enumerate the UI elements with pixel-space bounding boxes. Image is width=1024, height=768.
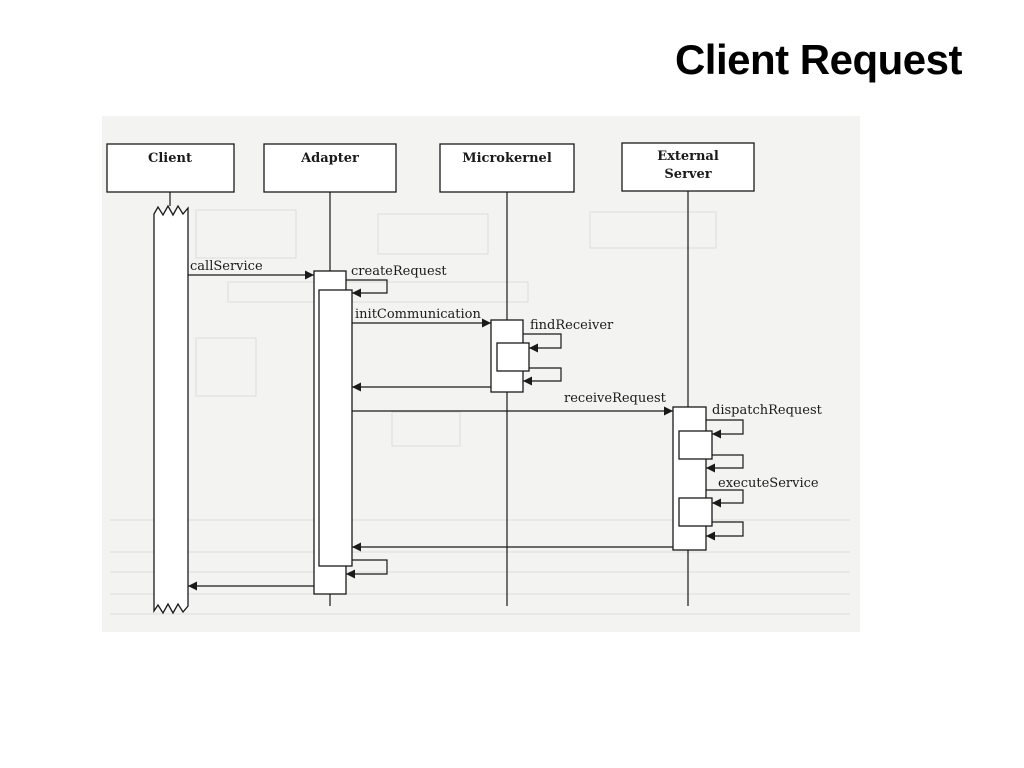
label-receiveRequest: receiveRequest [564,391,667,406]
participant-adapter-label: Adapter [300,151,359,166]
participant-external-label-line2: Server [664,167,711,182]
arrow-findReceiver [523,333,562,353]
message-arrows [188,270,744,591]
scan-bleed-through [110,209,850,615]
activation-adapter [313,270,353,595]
message-labels: callService createRequest initCommunicat… [190,259,823,491]
participant-external-server: External Server [621,142,755,192]
participant-client: Client [106,143,235,193]
participant-microkernel-label: Microkernel [462,151,552,166]
arrow-dispatchRequest-return [706,454,744,473]
arrow-createRequest [346,279,388,298]
arrow-executeService-return [706,521,744,541]
scanned-figure-background [102,116,860,632]
arrow-executeService [706,489,744,508]
participant-adapter: Adapter [263,143,397,193]
participant-microkernel: Microkernel [439,143,575,193]
participant-external-label-line1: External [657,149,719,164]
participant-client-label: Client [148,151,192,166]
arrow-findReceiver-return [523,367,562,386]
slide-title: Client Request [674,36,963,83]
label-dispatchRequest: dispatchRequest [712,403,823,418]
label-callService: callService [190,259,263,274]
label-initCommunication: initCommunication [355,307,481,322]
label-findReceiver: findReceiver [530,318,614,333]
label-createRequest: createRequest [351,264,447,279]
activation-client [153,204,189,615]
label-executeService: executeService [718,476,819,491]
activation-microkernel [490,319,530,393]
arrow-dispatchRequest [706,419,744,439]
activation-external-server [672,406,713,551]
arrow-adapter-self-return [346,559,388,579]
